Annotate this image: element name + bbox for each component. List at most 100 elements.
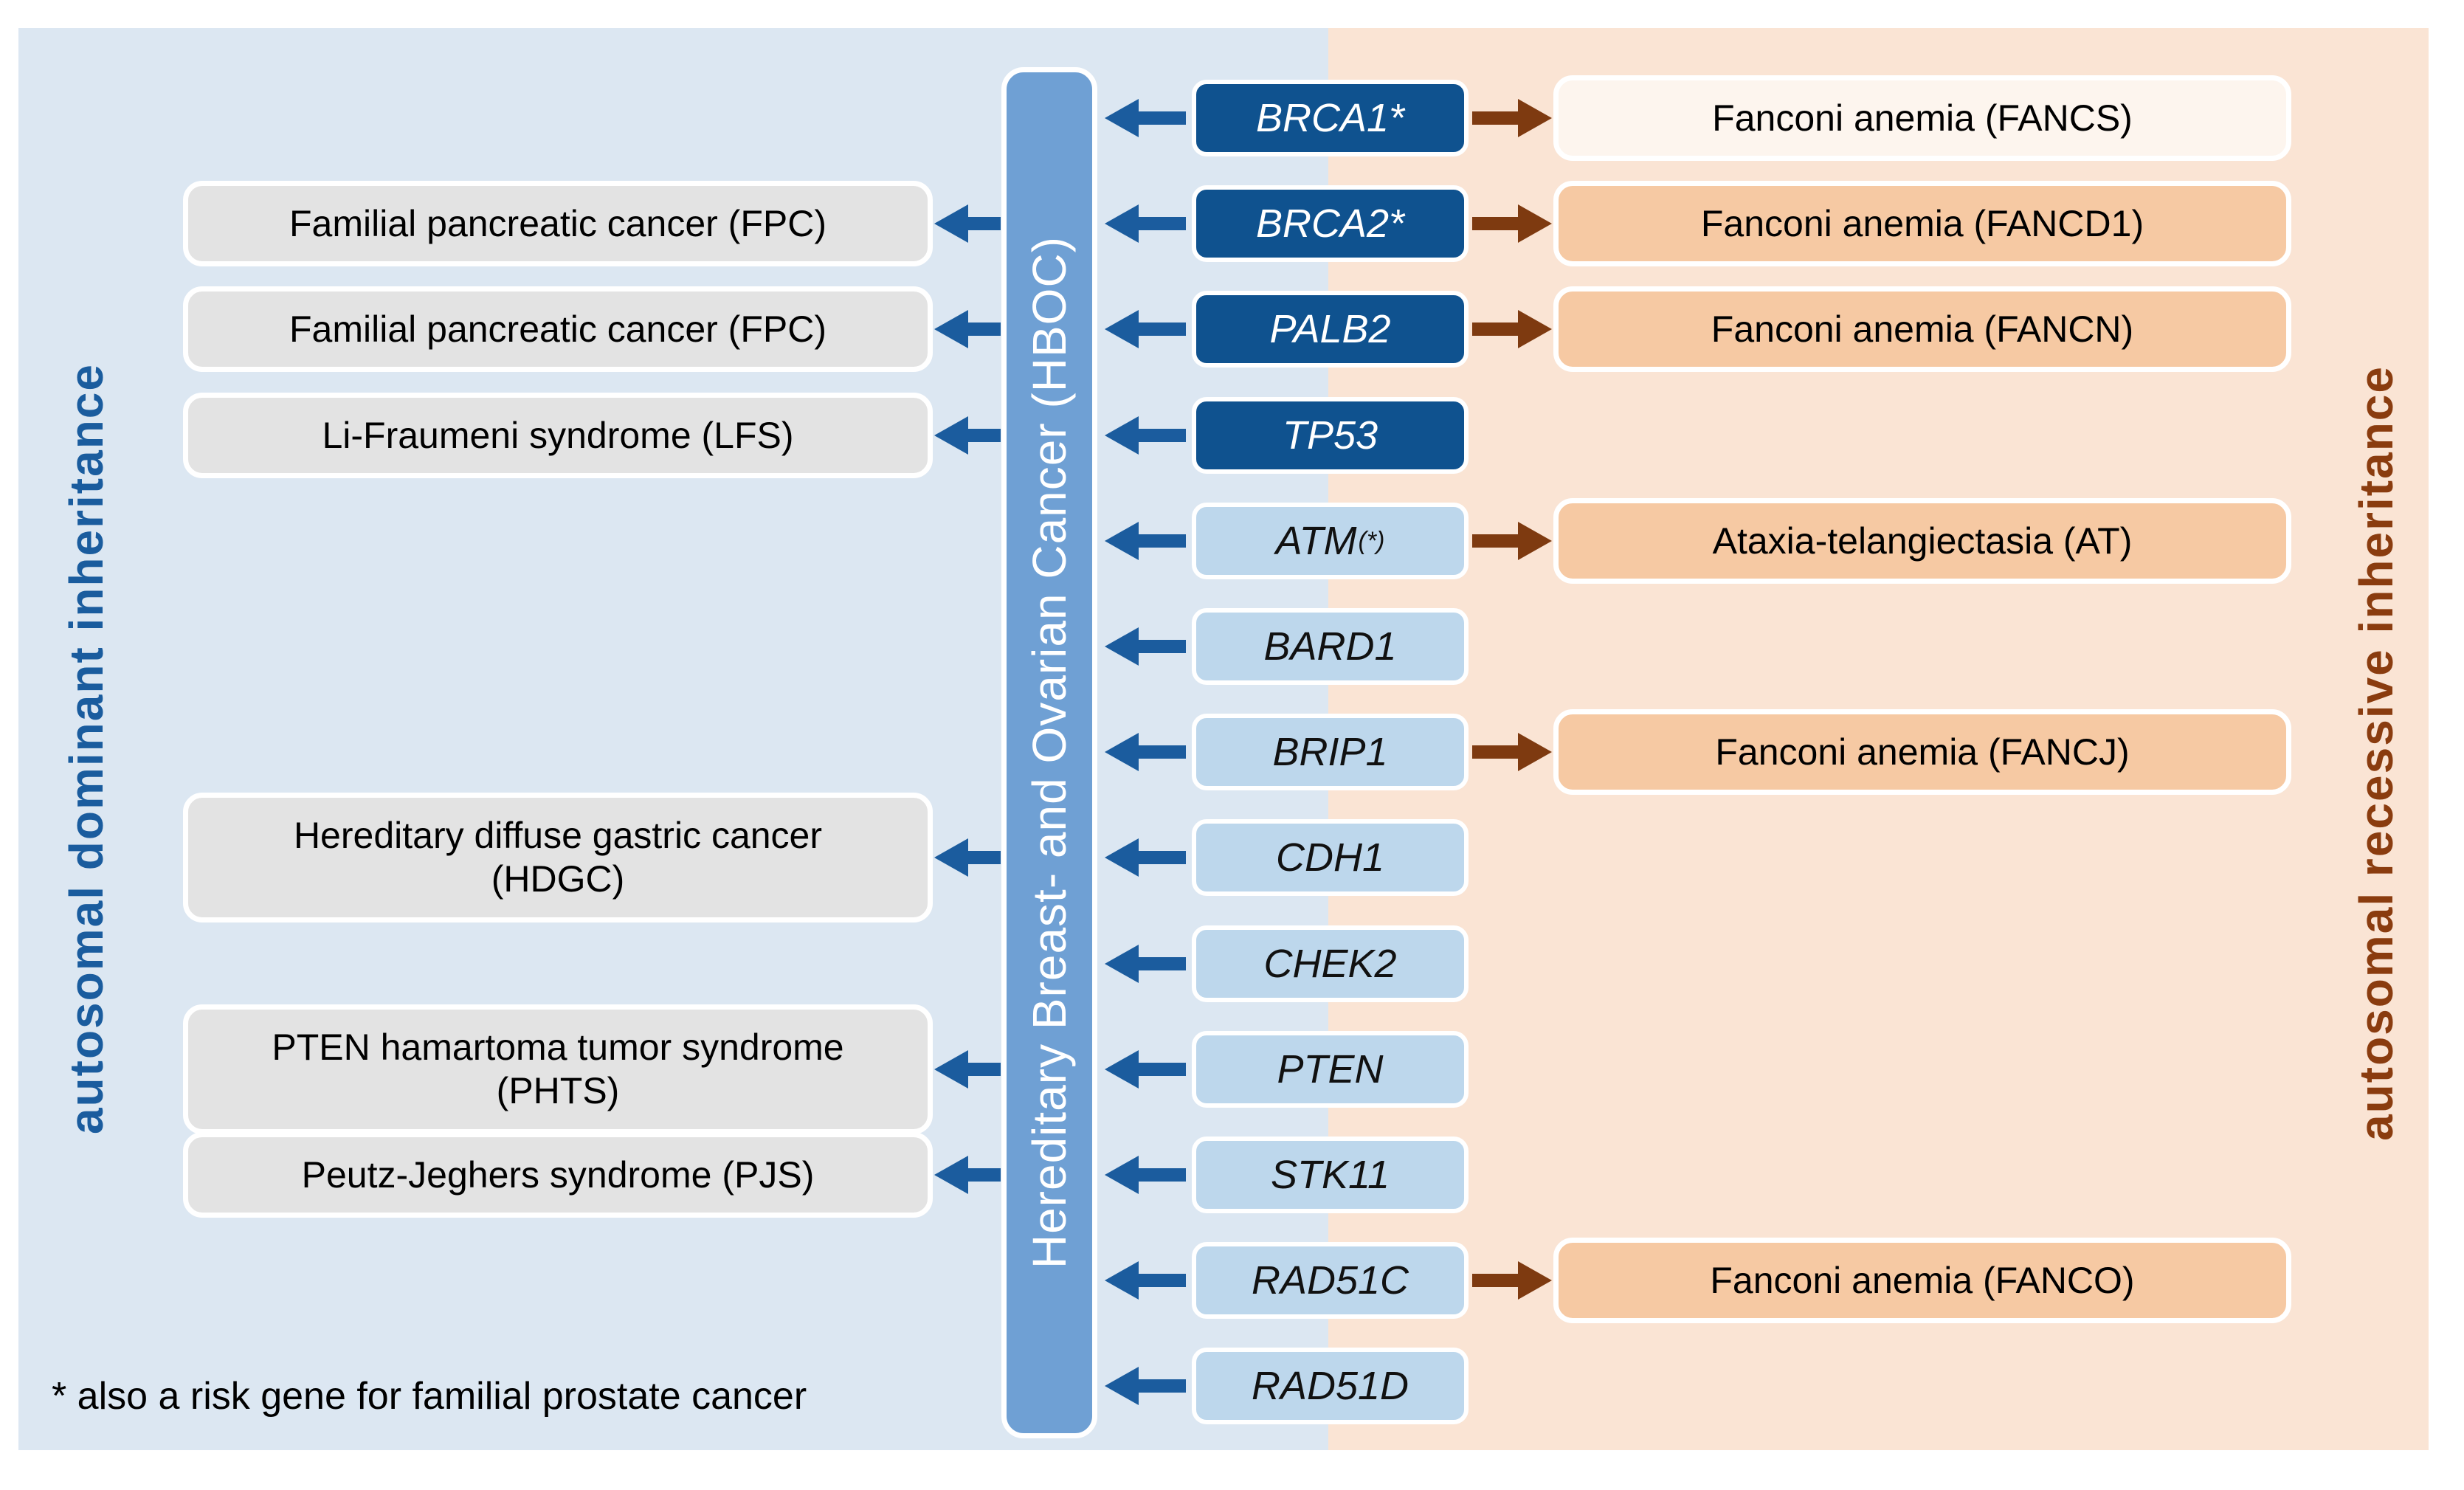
- arrowhead: [1518, 204, 1552, 243]
- gene-box-bard1: BARD1: [1192, 608, 1469, 685]
- condition-box-fpc-2: Familial pancreatic cancer (FPC): [183, 286, 933, 372]
- condition-label: PTEN hamartoma tumor syndrome (PHTS): [272, 1027, 844, 1111]
- arrow-shaft: [1472, 1274, 1522, 1287]
- hboc-hub-label: Hereditary Breast- and Ovarian Cancer (H…: [1023, 236, 1076, 1269]
- right-heading: autosomal recessive inheritance: [2350, 365, 2403, 1141]
- condition-label: Peutz-Jeghers syndrome (PJS): [301, 1153, 815, 1196]
- condition-label: Familial pancreatic cancer (FPC): [289, 202, 826, 244]
- arrowhead: [1518, 310, 1552, 348]
- right-arrow-icon: [1471, 99, 1552, 137]
- arrow-shaft: [1134, 745, 1186, 759]
- gene-box-chek2: CHEK2: [1192, 925, 1469, 1002]
- arrow-shaft: [1134, 429, 1186, 442]
- condition-box-fancn: Fanconi anemia (FANCN): [1553, 286, 2291, 372]
- arrow-shaft: [964, 851, 1001, 864]
- condition-box-fancd1: Fanconi anemia (FANCD1): [1553, 181, 2291, 266]
- arrowhead: [1105, 627, 1139, 666]
- arrowhead: [1105, 733, 1139, 771]
- arrow-shaft: [1472, 323, 1522, 336]
- left-heading: autosomal dominant inheritance: [60, 363, 113, 1135]
- arrowhead: [1105, 1050, 1139, 1089]
- gene-box-atm: ATM(*): [1192, 503, 1469, 579]
- condition-label: Fanconi anemia (FANCO): [1710, 1259, 2135, 1301]
- condition-box-fancs: Fanconi anemia (FANCS): [1553, 75, 2291, 161]
- arrow-shaft: [1134, 640, 1186, 653]
- gene-label: RAD51C: [1251, 1258, 1409, 1303]
- condition-label: Fanconi anemia (FANCS): [1712, 97, 2133, 139]
- left-arrow-icon: [1105, 733, 1187, 771]
- gene-label: STK11: [1270, 1153, 1390, 1197]
- arrow-shaft: [1134, 1274, 1186, 1287]
- gene-label: PALB2: [1269, 307, 1391, 351]
- left-arrow-icon: [1105, 416, 1187, 455]
- arrow-shaft: [1134, 957, 1186, 970]
- arrowhead: [934, 1156, 968, 1194]
- footnote: * also a risk gene for familial prostate…: [52, 1375, 807, 1418]
- condition-box-fancj: Fanconi anemia (FANCJ): [1553, 709, 2291, 795]
- arrowhead: [1105, 838, 1139, 877]
- left-arrow-icon: [1105, 1156, 1187, 1194]
- arrowhead: [1105, 1261, 1139, 1300]
- gene-label: BARD1: [1263, 624, 1397, 669]
- left-arrow-icon: [934, 1050, 1002, 1089]
- condition-box-fanco: Fanconi anemia (FANCO): [1553, 1238, 2291, 1323]
- gene-label: RAD51D: [1251, 1364, 1409, 1408]
- right-heading-wrap: autosomal recessive inheritance: [2325, 325, 2428, 1181]
- arrowhead: [934, 838, 968, 877]
- hboc-hub-bar: Hereditary Breast- and Ovarian Cancer (H…: [1001, 67, 1097, 1438]
- condition-label: Familial pancreatic cancer (FPC): [289, 308, 826, 350]
- arrow-shaft: [1134, 534, 1186, 548]
- arrowhead: [934, 204, 968, 243]
- left-arrow-icon: [934, 310, 1002, 348]
- arrowhead: [1518, 99, 1552, 137]
- arrow-shaft: [1134, 1379, 1186, 1393]
- arrow-shaft: [964, 1063, 1001, 1076]
- condition-label: Li-Fraumeni syndrome (LFS): [322, 414, 794, 456]
- arrow-shaft: [1472, 745, 1522, 759]
- left-arrow-icon: [934, 1156, 1002, 1194]
- condition-box-hdgc: Hereditary diffuse gastric cancer (HDGC): [183, 793, 933, 922]
- arrow-shaft: [1134, 1168, 1186, 1182]
- condition-label: Ataxia-telangiectasia (AT): [1712, 520, 2133, 562]
- arrow-shaft: [1472, 217, 1522, 230]
- condition-box-lfs: Li-Fraumeni syndrome (LFS): [183, 393, 933, 478]
- condition-box-phts: PTEN hamartoma tumor syndrome (PHTS): [183, 1004, 933, 1134]
- left-arrow-icon: [1105, 522, 1187, 560]
- left-arrow-icon: [1105, 99, 1187, 137]
- arrowhead: [1518, 522, 1552, 560]
- gene-box-brip1: BRIP1: [1192, 714, 1469, 790]
- arrow-shaft: [964, 1168, 1001, 1182]
- arrowhead: [1105, 1367, 1139, 1405]
- left-arrow-icon: [1105, 1261, 1187, 1300]
- arrowhead: [934, 1050, 968, 1089]
- left-arrow-icon: [934, 204, 1002, 243]
- right-arrow-icon: [1471, 204, 1552, 243]
- gene-box-cdh1: CDH1: [1192, 819, 1469, 896]
- arrow-shaft: [964, 323, 1001, 336]
- gene-box-brca1: BRCA1*: [1192, 80, 1469, 156]
- left-arrow-icon: [934, 838, 1002, 877]
- arrowhead: [1105, 310, 1139, 348]
- arrow-shaft: [1472, 534, 1522, 548]
- left-arrow-icon: [1105, 945, 1187, 983]
- left-arrow-icon: [1105, 838, 1187, 877]
- right-arrow-icon: [1471, 522, 1552, 560]
- gene-label: PTEN: [1277, 1047, 1384, 1091]
- arrow-shaft: [1472, 111, 1522, 125]
- gene-box-tp53: TP53: [1192, 397, 1469, 474]
- arrowhead: [934, 416, 968, 455]
- gene-label: BRCA1*: [1255, 96, 1405, 140]
- arrowhead: [1105, 945, 1139, 983]
- arrowhead: [1105, 99, 1139, 137]
- arrow-shaft: [1134, 851, 1186, 864]
- arrow-shaft: [1134, 1063, 1186, 1076]
- arrowhead: [934, 310, 968, 348]
- gene-label: ATM: [1275, 519, 1357, 563]
- condition-box-pjs: Peutz-Jeghers syndrome (PJS): [183, 1132, 933, 1218]
- left-heading-wrap: autosomal dominant inheritance: [38, 310, 134, 1188]
- condition-box-at: Ataxia-telangiectasia (AT): [1553, 498, 2291, 584]
- gene-box-rad51d: RAD51D: [1192, 1348, 1469, 1424]
- gene-label: BRIP1: [1272, 730, 1388, 774]
- left-arrow-icon: [1105, 1050, 1187, 1089]
